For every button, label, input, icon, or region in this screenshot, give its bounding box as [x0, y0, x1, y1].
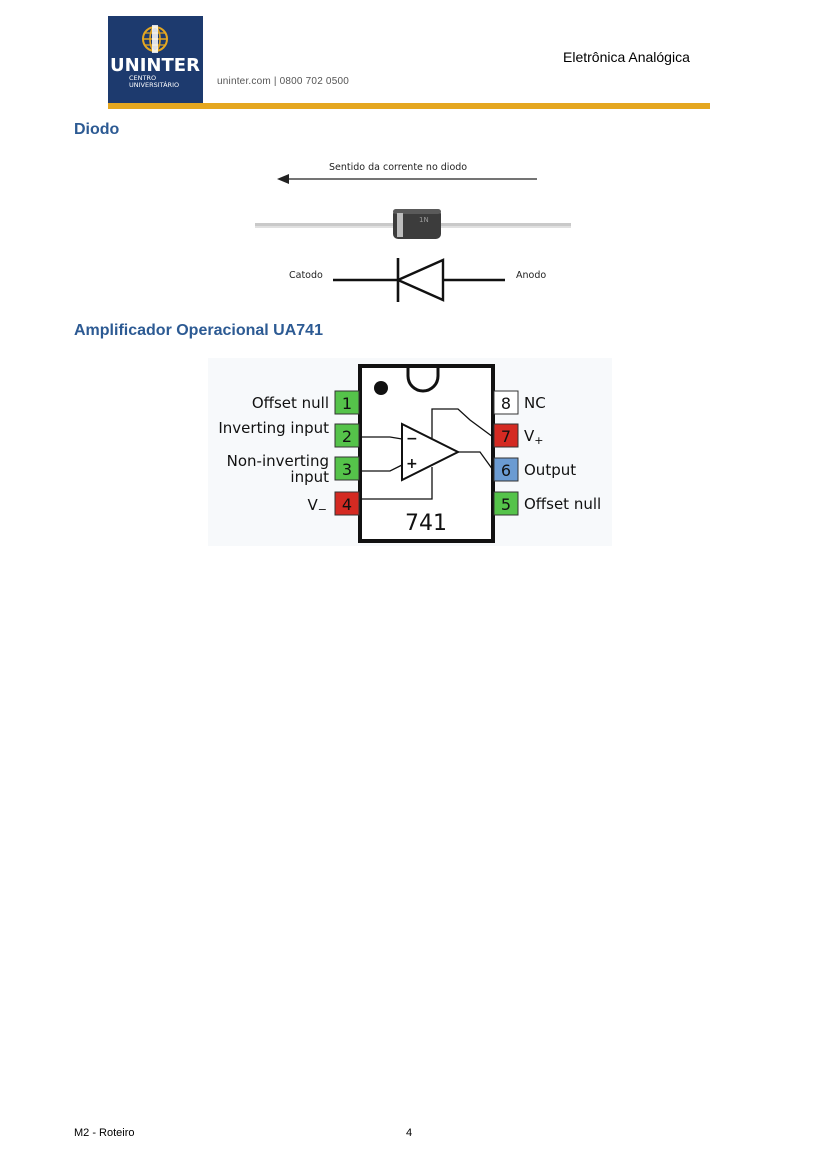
footer-label: M2 - Roteiro: [74, 1127, 135, 1139]
uninter-logo: UNINTER CENTRO UNIVERSITÁRIO: [108, 16, 203, 104]
notch-icon: [406, 368, 440, 393]
globe-icon: [142, 25, 168, 53]
section-heading-diodo: Diodo: [74, 121, 120, 138]
cathode-label: Catodo: [289, 270, 323, 281]
opamp-plus-sign: +: [406, 456, 418, 472]
pin-2-label: Inverting input: [218, 419, 329, 437]
pin-1-label: Offset null: [252, 394, 329, 412]
pin-3: 3 Non-inverting input: [227, 452, 360, 486]
anode-label: Anodo: [516, 270, 546, 281]
pin-8-label: NC: [524, 394, 546, 412]
section-heading-amplificador: Amplificador Operacional UA741: [74, 322, 323, 339]
current-arrow-icon: [277, 174, 537, 184]
pin-1: 1 Offset null: [252, 390, 360, 415]
opamp-minus-sign: −: [406, 431, 418, 447]
pin-2: 2 Inverting input: [218, 419, 360, 448]
diode-figure: Sentido da corrente no diodo 1N Catodo A…: [255, 153, 571, 303]
diode-symbol-icon: [333, 258, 505, 302]
pin-8-number: 8: [501, 394, 511, 413]
pin-4-label-main: V: [308, 496, 319, 514]
header-rule: [108, 103, 710, 109]
pin-4-label-sub: −: [318, 503, 327, 516]
pin-4: 4 V−: [308, 491, 360, 516]
pin1-dot-icon: [374, 381, 388, 395]
pin-5: 5 Offset null: [493, 491, 601, 516]
pin-6: 6 Output: [493, 457, 576, 482]
current-direction-label: Sentido da corrente no diodo: [329, 162, 467, 173]
pin-6-label: Output: [524, 461, 576, 479]
pin-7-label-sub: +: [534, 434, 543, 447]
logo-line1: CENTRO: [129, 74, 156, 82]
pin-8: 8 NC: [493, 390, 546, 415]
pin-7-label-main: V: [524, 427, 535, 445]
document-title: Eletrônica Analógica: [563, 49, 690, 65]
ua741-pinout-figure: − + 741 1 Offset null 2 Inverting input …: [208, 358, 612, 546]
pin-4-number: 4: [342, 495, 352, 514]
pin-4-label: V−: [308, 496, 327, 516]
pin-6-number: 6: [501, 461, 511, 480]
pin-2-number: 2: [342, 427, 352, 446]
opamp-symbol-icon: [359, 408, 494, 505]
logo-line2: UNIVERSITÁRIO: [129, 80, 179, 89]
logo-name: UNINTER: [110, 55, 200, 76]
page-number: 4: [406, 1127, 413, 1139]
pin-3-label-line2: input: [290, 468, 329, 486]
pin-1-number: 1: [342, 394, 352, 413]
header-contact: uninter.com | 0800 702 0500: [217, 76, 349, 87]
pin-5-label: Offset null: [524, 495, 601, 513]
pin-7-number: 7: [501, 427, 511, 446]
pin-7: 7 V+: [493, 423, 543, 448]
diode-marking: 1N: [419, 216, 429, 224]
pin-3-number: 3: [342, 460, 352, 479]
pin-7-label: V+: [524, 427, 543, 447]
diode-component: 1N: [255, 209, 571, 239]
pin-5-number: 5: [501, 495, 511, 514]
chip-label: 741: [405, 511, 447, 536]
pin-3-label-line1: Non-inverting: [227, 452, 329, 470]
